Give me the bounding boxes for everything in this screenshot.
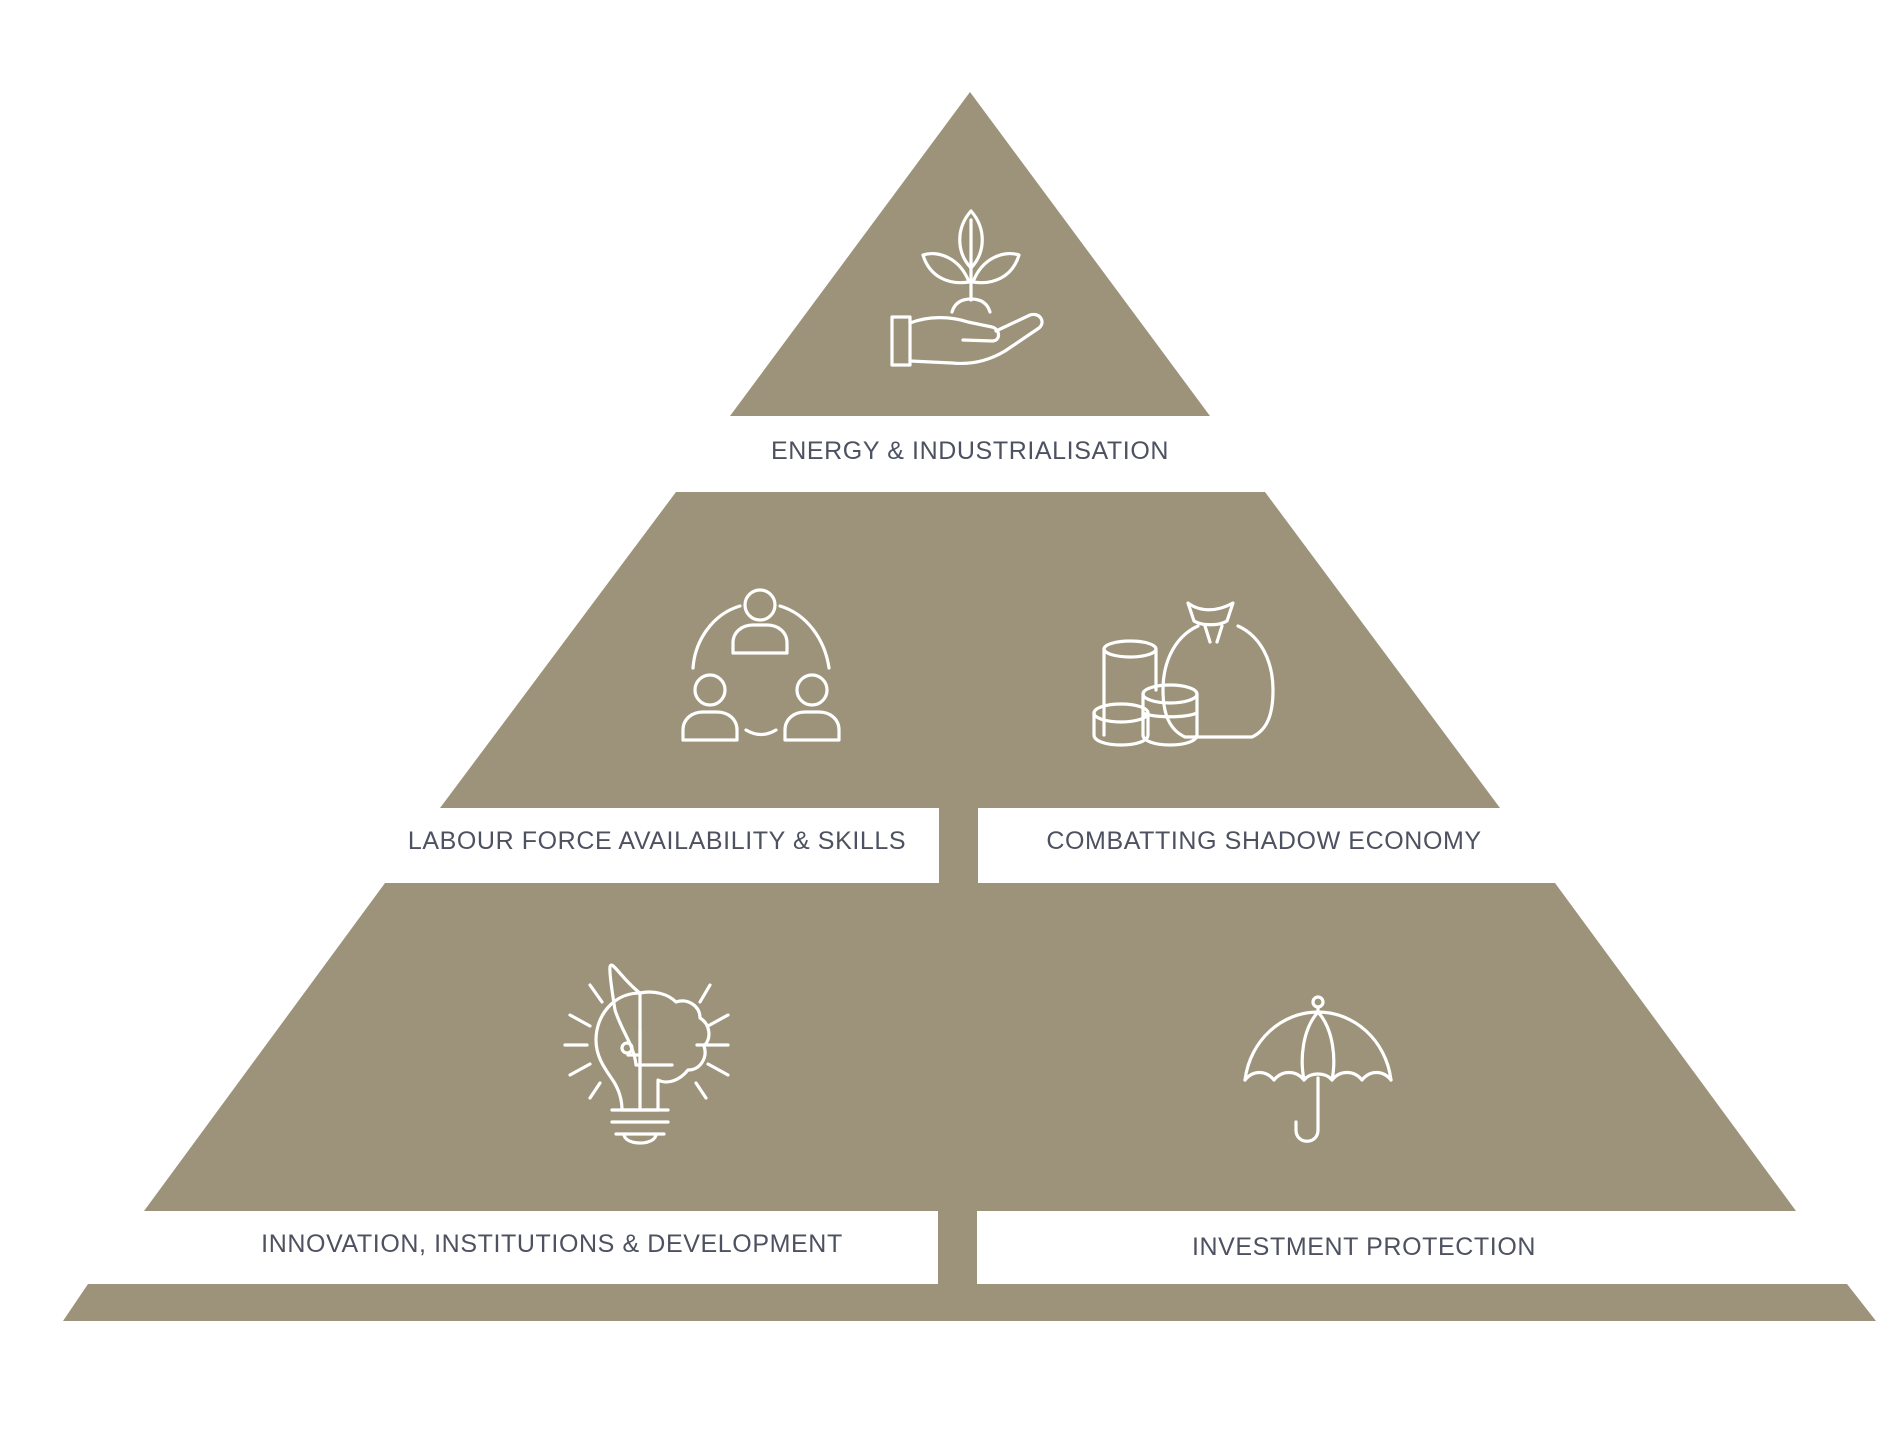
label-energy-industrialisation: ENERGY & INDUSTRIALISATION (771, 437, 1169, 465)
umbrella-icon (1243, 995, 1393, 1143)
label-innovation-institutions: INNOVATION, INSTITUTIONS & DEVELOPMENT (261, 1230, 843, 1258)
label-investment-protection: INVESTMENT PROTECTION (1192, 1233, 1536, 1261)
center-divider-middle (939, 805, 978, 885)
center-divider-bottom (938, 1208, 977, 1286)
label-shadow-economy: COMBATTING SHADOW ECONOMY (1046, 827, 1481, 855)
pyramid-tier-bottom (144, 883, 1796, 1211)
pyramid-tier-middle (440, 492, 1500, 808)
hand-with-sprout-icon (890, 209, 1044, 367)
lightbulb-brain-icon (563, 963, 730, 1145)
pyramid-base-band (63, 1284, 1876, 1321)
label-labour-force: LABOUR FORCE AVAILABILITY & SKILLS (408, 827, 906, 855)
money-bag-coins-icon (1092, 601, 1275, 747)
people-cycle-icon (681, 588, 841, 742)
